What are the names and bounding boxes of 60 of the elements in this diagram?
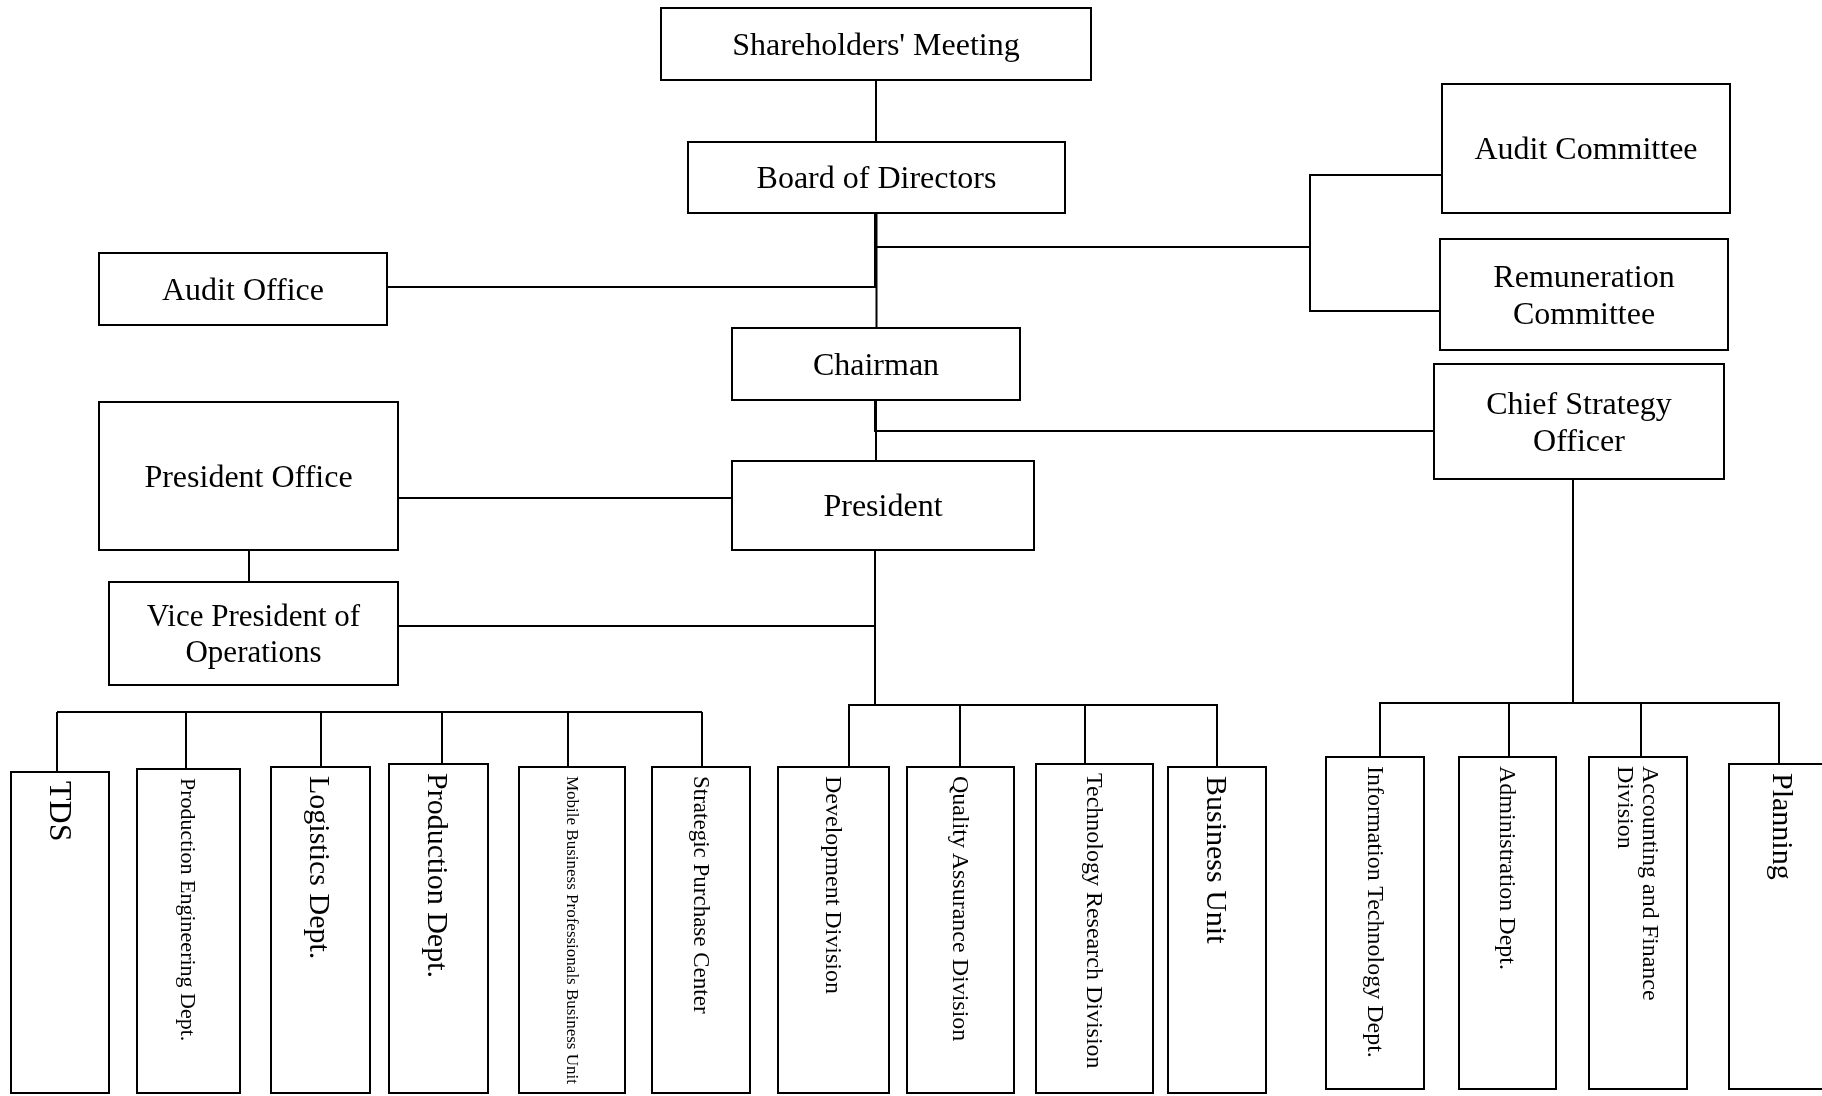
connector-line [441,711,443,764]
connector-line [875,400,877,461]
box-label: Technology Research Division [1081,773,1108,1069]
box-label: Audit Committee [1474,130,1698,167]
box-label: Logistics Dept. [304,776,337,960]
department-box [518,766,626,1094]
department-box [651,766,751,1094]
connector-line [875,80,877,142]
department-box [1458,756,1557,1090]
org-box [731,327,1021,401]
department-box [388,763,489,1094]
department-box [136,768,241,1094]
box-label: Business Unit [1201,776,1233,944]
org-box [98,252,388,326]
department-box [1728,763,1822,1090]
connector-line [185,711,187,769]
box-label: Quality Assurance Division [947,776,974,1042]
box-label: President [823,487,943,524]
box-label: Vice President of Operations [145,597,362,670]
connector-line [874,400,1434,432]
department-box [906,766,1015,1094]
box-label: Information Technology Dept. [1362,766,1388,1058]
box-label: Chief Strategy Officer [1485,384,1673,459]
connector-line [875,213,878,328]
box-label: Mobile Business Professionals Business Unit [563,776,581,1084]
org-box [1441,83,1731,214]
connector-line [320,711,322,767]
connector-line [398,497,732,499]
box-label: Production Dept. [422,773,455,978]
connector-line [701,711,703,767]
org-box [687,141,1066,214]
department-box [10,771,110,1094]
department-box [777,766,890,1094]
box-label: Administration Dept. [1494,766,1521,970]
box-label: Audit Office [162,270,324,308]
box-label: Chairman [812,345,940,383]
org-box [731,460,1035,551]
department-box [1325,756,1425,1090]
box-label: TDS [43,781,77,842]
org-box [98,401,399,551]
box-label: President Office [144,457,353,495]
connector-line [248,550,250,582]
connector-line [567,711,569,767]
box-label: Accounting and Finance Division [1612,766,1664,1003]
box-label: Board of Directors [756,159,997,196]
department-box [1035,763,1154,1094]
box-label: Development Division [820,776,847,994]
department-box [1167,766,1267,1094]
org-box [108,581,399,686]
box-label: Planning [1767,773,1799,880]
box-label: Shareholders' Meeting [732,25,1020,63]
connector-line [56,711,58,772]
org-box [660,7,1092,81]
department-box [270,766,371,1094]
box-label: Remuneration Committee [1492,257,1676,332]
box-label: Strategic Purchase Center [688,776,714,1014]
box-label: Production Engineering Dept. [176,778,201,1042]
org-box [1439,238,1729,351]
org-box [1433,363,1725,480]
department-box [1588,756,1688,1090]
